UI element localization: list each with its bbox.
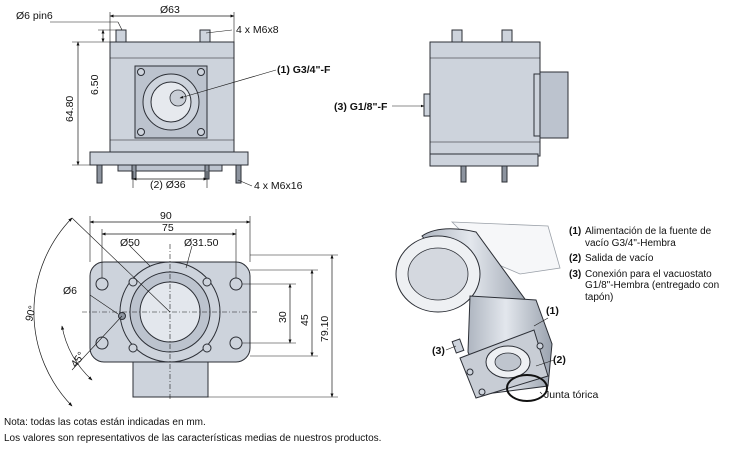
front-view: [50, 12, 277, 188]
height-total-label: 64.80: [64, 96, 76, 122]
dim-3150: Ø31.50: [184, 237, 219, 249]
dim-30: 30: [277, 311, 289, 323]
legend-text: Salida de vacío: [585, 253, 654, 264]
screws-bottom-label: 4 x M6x16: [254, 180, 303, 192]
iso-callout-1: (1): [546, 305, 559, 317]
height-small-label: 6.50: [89, 74, 101, 95]
bottom-dia-label: (2) Ø36: [150, 179, 186, 191]
dim-75: 75: [162, 222, 174, 234]
note-line-1: Nota: todas las cotas están indicadas en…: [4, 417, 206, 428]
dim-6: Ø6: [63, 285, 77, 297]
legend-item-1: (1) Alimentación de la fuente de vacío G…: [569, 226, 729, 249]
screws-top-label: 4 x M6x8: [236, 24, 279, 36]
iso-callout-3: (3): [432, 345, 445, 357]
width-label: Ø63: [160, 4, 180, 16]
side-view: [392, 29, 569, 183]
angle-90: 90°: [23, 304, 39, 322]
legend: (1) Alimentación de la fuente de vacío G…: [569, 226, 729, 307]
angle-45: 45°: [69, 350, 88, 370]
pin-label: Ø6 pin6: [16, 10, 53, 22]
dim-50: Ø50: [120, 237, 140, 249]
port1-label: (1) G3/4"-F: [277, 64, 331, 76]
port3-label: (3) G1/8"-F: [334, 101, 388, 113]
iso-view: [395, 221, 561, 402]
oring-label: Junta tórica: [544, 389, 598, 401]
legend-num: (2): [569, 253, 582, 264]
legend-text: Conexión para el vacuostato G1/8"-Hembra…: [585, 268, 720, 303]
dim-90: 90: [160, 210, 172, 222]
plan-view: [33, 216, 338, 407]
dim-7910: 79.10: [319, 316, 331, 342]
legend-item-2: (2) Salida de vacío: [569, 253, 729, 265]
legend-text: Alimentación de la fuente de vacío G3/4"…: [585, 226, 712, 249]
legend-num: (3): [569, 268, 582, 280]
legend-num: (1): [569, 226, 582, 237]
iso-callout-2: (2): [553, 354, 566, 366]
legend-item-3: (3) Conexión para el vacuostato G1/8"-He…: [569, 269, 729, 304]
note-line-2: Los valores son representativos de las c…: [4, 433, 382, 444]
dim-45: 45: [299, 314, 311, 326]
